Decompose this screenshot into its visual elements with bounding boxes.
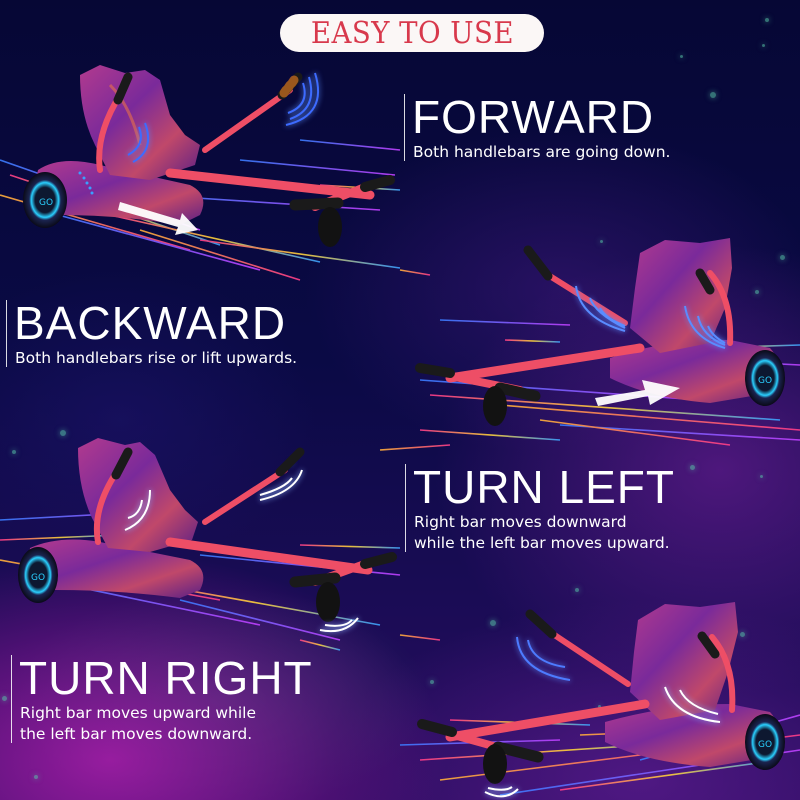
kart-seat — [630, 238, 732, 353]
kart-seat — [80, 65, 200, 180]
hoverboard-wheel-icon: GO — [23, 172, 67, 228]
section-forward: FORWARD Both handlebars are going down. — [404, 92, 670, 163]
accent-divider — [405, 464, 406, 552]
title-badge: EASY TO USE — [280, 14, 544, 52]
svg-text:GO: GO — [758, 376, 772, 386]
svg-text:GO: GO — [39, 198, 53, 208]
section-description-line-2: the left bar moves downward. — [20, 725, 253, 743]
section-turn-right: TURN RIGHT Right bar moves upward while … — [11, 653, 313, 745]
hoverboard-wheel-icon: GO — [18, 547, 58, 603]
kart-seat — [78, 438, 198, 552]
handlebar-grip-icons — [415, 245, 715, 402]
accent-divider — [6, 300, 7, 367]
section-description: Both handlebars rise or lift upwards. — [15, 349, 298, 367]
kart-illustration-backward: GO — [410, 228, 790, 438]
section-description-line-1: Right bar moves upward while — [20, 704, 257, 722]
section-backward: BACKWARD Both handlebars rise or lift up… — [6, 298, 297, 369]
wheel-rotate-motion-icon — [484, 786, 519, 798]
svg-text:GO: GO — [31, 573, 45, 583]
section-heading: TURN LEFT — [413, 461, 675, 513]
section-heading: FORWARD — [412, 91, 655, 143]
handlebar-grip-icons — [111, 447, 397, 588]
handlebar-up-motion-icon — [259, 469, 303, 501]
caster-wheel-icon — [483, 386, 507, 426]
hoverboard-body — [605, 704, 779, 767]
section-heading: TURN RIGHT — [19, 652, 313, 704]
hoverboard-body — [29, 539, 204, 598]
kart-illustration-turn-left: GO — [18, 430, 400, 640]
kart-frame — [445, 629, 736, 756]
handlebar-up-motion-icon — [575, 285, 726, 349]
section-heading: BACKWARD — [14, 297, 287, 349]
page-title: EASY TO USE — [310, 15, 514, 51]
handlebar-down-motion-icon — [516, 636, 571, 681]
kart-frame — [445, 270, 734, 394]
kart-illustration-turn-right: GO — [410, 592, 790, 800]
caster-wheel-icon — [483, 744, 507, 784]
section-description: Both handlebars are going down. — [413, 143, 671, 161]
section-description-line-2: while the left bar moves upward. — [414, 534, 670, 552]
section-description-line-1: Right bar moves downward — [414, 513, 627, 531]
kart-illustration-forward: GO — [20, 55, 400, 265]
hoverboard-wheel-icon: GO — [745, 350, 785, 406]
accent-divider — [11, 655, 12, 743]
direction-arrow-down-right-icon — [118, 202, 198, 235]
caster-wheel-icon — [316, 582, 340, 622]
section-turn-left: TURN LEFT Right bar moves downward while… — [405, 462, 675, 554]
wheel-rotate-motion-icon — [319, 617, 359, 633]
direction-arrow-right-icon — [595, 380, 680, 406]
handlebar-grip-icons — [417, 609, 720, 763]
handlebar-down-motion-icon — [124, 489, 151, 531]
svg-text:GO: GO — [758, 740, 772, 750]
accent-divider — [404, 94, 405, 161]
hoverboard-wheel-icon: GO — [745, 714, 785, 770]
handlebar-down-motion-icon — [127, 72, 320, 163]
handlebar-up-motion-icon — [664, 686, 721, 723]
kart-seat — [630, 602, 738, 720]
caster-wheel-icon — [318, 207, 342, 247]
hoverboard-body — [36, 161, 204, 225]
handlebar-grip-icons — [113, 72, 395, 211]
